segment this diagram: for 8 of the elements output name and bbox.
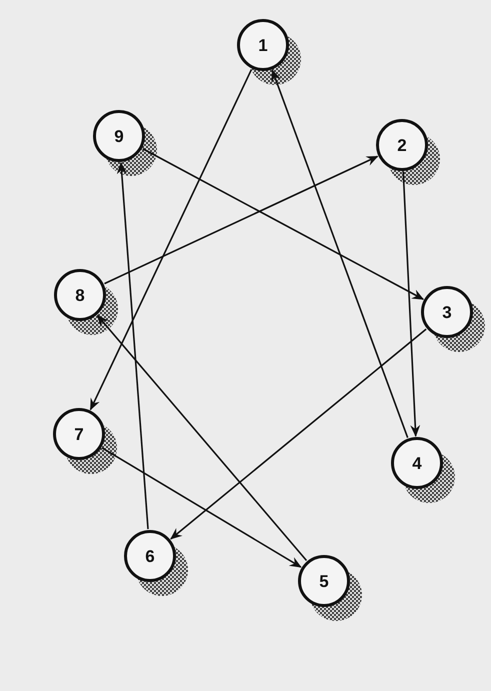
arrow: [170, 328, 427, 540]
arrow: [102, 447, 302, 568]
arrow: [90, 69, 252, 410]
arrow: [116, 162, 149, 530]
arrow: [271, 69, 408, 438]
arrow: [96, 314, 308, 561]
arrow: [104, 156, 378, 284]
arrow: [402, 172, 420, 438]
